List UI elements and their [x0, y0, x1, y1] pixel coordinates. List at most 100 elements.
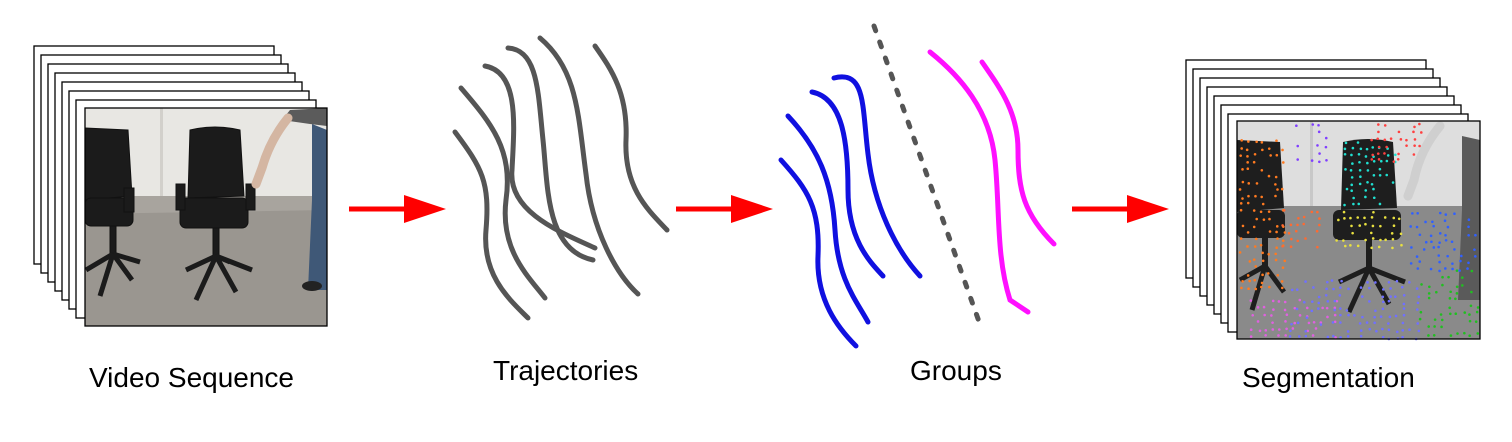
segmentation-point	[1249, 299, 1253, 302]
segmentation-point	[1252, 160, 1256, 164]
segmentation-point	[1392, 216, 1396, 220]
segmentation-point	[1413, 125, 1416, 129]
segmentation-point	[1350, 224, 1353, 228]
segmentation-point	[1296, 239, 1300, 243]
trajectories	[452, 35, 670, 321]
segmentation-point	[1357, 202, 1361, 206]
segmentation-point	[1254, 194, 1257, 198]
segmentation-point	[1306, 329, 1310, 333]
segmentation-point	[1283, 259, 1287, 263]
segmentation-points	[1238, 122, 1480, 341]
segmentation-point	[1397, 152, 1400, 156]
segmentation-point	[1325, 287, 1328, 291]
segmentation-point	[1249, 335, 1253, 338]
segmentation-point	[1473, 248, 1476, 251]
segmentation-frame-stack	[1185, 59, 1481, 341]
segmentation-point	[1376, 152, 1380, 155]
segmentation-point	[1427, 325, 1431, 328]
segmentation-point	[1401, 335, 1404, 339]
segmentation-point	[1263, 313, 1266, 317]
segmentation-point	[1246, 167, 1250, 171]
segmentation-point	[1291, 327, 1295, 330]
segmentation-point	[1446, 225, 1450, 229]
chair-left	[84, 127, 141, 297]
segmentation-point	[1385, 173, 1389, 177]
segmentation-point	[1262, 218, 1266, 221]
segmentation-point	[1379, 224, 1382, 228]
video-frame-front	[84, 107, 328, 327]
segmentation-point	[1453, 212, 1456, 216]
segmentation-point	[1319, 321, 1323, 324]
segmentation-point	[1454, 297, 1457, 301]
segmentation-point	[1247, 194, 1250, 198]
segmentation-point	[1375, 329, 1378, 333]
segmentation-point	[1418, 260, 1422, 263]
segmentation-point	[1344, 141, 1348, 145]
segmentation-point	[1368, 300, 1371, 303]
segmentation-point	[1439, 313, 1443, 316]
segmentation-point	[1364, 238, 1367, 242]
segmentation-point	[1246, 245, 1249, 248]
segmentation-point	[1358, 322, 1362, 325]
segmentation-point	[1441, 275, 1444, 279]
segmentation-point	[1283, 231, 1287, 234]
segmentation-point	[1416, 322, 1420, 325]
segmentation-point	[1369, 231, 1373, 235]
segmentation-point	[1277, 334, 1280, 337]
arrow-2	[676, 195, 773, 223]
segmentation-point	[1271, 328, 1275, 331]
segmentation-point	[1326, 280, 1329, 284]
segmentation-point	[1295, 124, 1298, 128]
segmentation-point	[1415, 225, 1419, 229]
segmentation-point	[1391, 237, 1395, 241]
segmentation-point	[1435, 290, 1438, 294]
segmentation-point	[1427, 334, 1430, 337]
segmentation-point	[1260, 168, 1264, 172]
segmentation-point	[1357, 153, 1361, 156]
segmentation-point	[1379, 159, 1383, 163]
segmentation-point	[1377, 123, 1380, 126]
caption-trajectories: Trajectories	[493, 355, 639, 386]
segmentation-point	[1383, 124, 1387, 127]
segmentation-point	[1449, 312, 1452, 316]
segmentation-point	[1455, 292, 1459, 295]
segmentation-point	[1359, 147, 1363, 151]
group-a	[778, 74, 923, 349]
segmentation-point	[1284, 320, 1287, 323]
segmentation-point	[1402, 302, 1406, 306]
segmentation-point	[1326, 335, 1330, 339]
segmentation-point	[1289, 245, 1293, 249]
segmentation-point	[1260, 281, 1264, 285]
segmentation-point	[1460, 254, 1463, 258]
segmentation-point	[1387, 328, 1391, 332]
segmentation-point	[1377, 158, 1381, 161]
segmentation-point	[1298, 298, 1302, 302]
segmentation-point	[1318, 217, 1321, 220]
segmentation-point	[1389, 287, 1392, 290]
segmentation-point	[1381, 335, 1385, 339]
segmentation-point	[1317, 130, 1321, 134]
segmentation-point	[1347, 287, 1350, 291]
segmentation-point	[1444, 267, 1447, 270]
arrow-3	[1072, 195, 1169, 223]
segmentation-point	[1333, 313, 1337, 317]
segmentation-point	[1444, 238, 1448, 242]
segmentation-point	[1318, 160, 1321, 164]
segmentation-point	[1418, 144, 1421, 148]
segmentation-point	[1451, 262, 1454, 265]
segmentation-point	[1469, 304, 1473, 308]
segmentation-point	[1277, 300, 1281, 303]
segmentation-point	[1304, 330, 1308, 333]
segmentation-point	[1345, 309, 1349, 312]
segmentation-point	[1267, 252, 1270, 256]
segmentation-point	[1312, 320, 1316, 324]
segmentation-point	[1370, 216, 1374, 219]
segmentation-point	[1295, 307, 1299, 311]
segmentation-point	[1260, 195, 1263, 199]
segmentation-point	[1396, 158, 1400, 161]
segmentation-point	[1290, 322, 1293, 326]
segmentation-point	[1356, 244, 1360, 248]
segmentation-point	[1330, 279, 1334, 282]
segmentation-point	[1326, 300, 1330, 303]
segmentation-point	[1240, 147, 1243, 150]
